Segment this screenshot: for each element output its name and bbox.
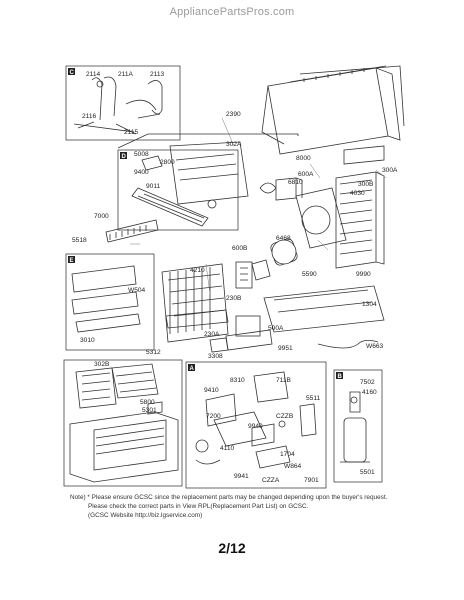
section-letter-e: E	[70, 258, 74, 264]
part-label-500a: 500A	[268, 325, 284, 332]
part-label-9400: 9400	[134, 169, 149, 176]
section-letter-c: C	[70, 70, 75, 76]
part-label-7502: 7502	[360, 379, 375, 386]
part-label-230a: 230A	[204, 331, 220, 338]
page-number: 2/12	[218, 540, 246, 556]
part-label-5590: 5590	[302, 271, 317, 278]
part-label-czza: CZZA	[262, 477, 280, 484]
part-label-9990: 9990	[356, 271, 371, 278]
front-grille-box	[63, 359, 183, 487]
section-labels: C D E A B	[68, 68, 343, 380]
chassis-base	[161, 263, 385, 343]
part-label-302a: 302A	[226, 141, 242, 148]
part-label-5518: 5518	[72, 237, 87, 244]
site-watermark: AppliancePartsPros.com	[169, 6, 295, 18]
note-line-3: (GCSC Website http://biz.lgservice.com)	[88, 512, 203, 519]
part-label-8000: 8000	[296, 155, 311, 162]
note-line-2: Please check the correct parts in View R…	[88, 503, 309, 510]
part-label-1704: 1704	[280, 451, 295, 458]
replacement-note: Note) * Please ensure GCSC since the rep…	[70, 493, 400, 520]
fan-blade	[251, 238, 298, 281]
part-label-8310: 8310	[230, 377, 245, 384]
part-label-5301: 5301	[142, 407, 157, 414]
section-a-box	[185, 361, 327, 489]
part-label-9011: 9011	[146, 183, 161, 190]
part-label-2116: 2116	[82, 113, 97, 120]
part-label-230b: 230B	[226, 295, 242, 302]
part-label-711b: 711B	[276, 377, 292, 384]
part-label-6468: 6468	[276, 235, 291, 242]
section-c-box	[65, 65, 181, 141]
part-label-9940: 9940	[248, 423, 263, 430]
part-label-w864: W864	[284, 463, 302, 470]
part-label-7901: 7901	[304, 477, 319, 484]
section-b-box	[333, 369, 383, 483]
terminal-block	[165, 309, 273, 353]
part-label-2800: 2800	[160, 159, 175, 166]
part-label-4110: 4110	[220, 445, 235, 452]
part-label-302b: 302B	[94, 361, 110, 368]
part-label-2114: 2114	[86, 71, 101, 78]
part-label-5800: 5800	[140, 399, 155, 406]
part-label-300b: 300B	[358, 181, 374, 188]
part-label-600b: 600B	[232, 245, 248, 252]
section-e-box	[65, 253, 155, 351]
part-label-3308: 3308	[208, 353, 223, 360]
part-label-1304: 1304	[362, 301, 377, 308]
part-label-2113: 2113	[150, 71, 165, 78]
power-cord	[317, 340, 379, 349]
part-label-600a: 600A	[298, 171, 314, 178]
note-line-1: Note) * Please ensure GCSC since the rep…	[70, 494, 388, 501]
part-label-4160: 4160	[362, 389, 377, 396]
part-label-w504: W504	[128, 287, 146, 294]
part-label-4030: 4030	[350, 190, 365, 197]
part-label-2115: 2115	[124, 129, 139, 136]
part-label-211a: 211A	[118, 71, 134, 78]
part-label-5008: 5008	[134, 151, 149, 158]
part-label-5501: 5501	[360, 469, 375, 476]
section-d-box	[117, 133, 303, 231]
part-label-9410: 9410	[204, 387, 219, 394]
part-label-czzb: CZZB	[276, 413, 294, 420]
part-label-w663: W663	[366, 343, 384, 350]
section-letter-b: B	[338, 374, 343, 380]
part-label-5312: 5312	[146, 349, 161, 356]
section-letter-a: A	[190, 366, 195, 372]
part-label-300a: 300A	[382, 167, 398, 174]
part-label-9951: 9951	[278, 345, 293, 352]
part-label-9941: 9941	[234, 473, 249, 480]
evaporator-coil	[105, 219, 159, 243]
part-label-6810: 6810	[288, 179, 303, 186]
part-label-7000: 7000	[94, 213, 109, 220]
part-label-7200: 7200	[206, 413, 221, 420]
part-label-4210: 4210	[190, 267, 205, 274]
part-label-3010: 3010	[80, 337, 95, 344]
fan-shroud	[295, 145, 385, 269]
part-label-5511: 5511	[306, 395, 321, 402]
section-letter-d: D	[122, 154, 127, 160]
control-box	[235, 261, 253, 289]
part-label-2390: 2390	[226, 111, 241, 118]
cabinet-outer	[261, 65, 405, 155]
part-labels: 2114 211A 2113 2116 2115 2390 302A 5008 …	[72, 71, 398, 484]
